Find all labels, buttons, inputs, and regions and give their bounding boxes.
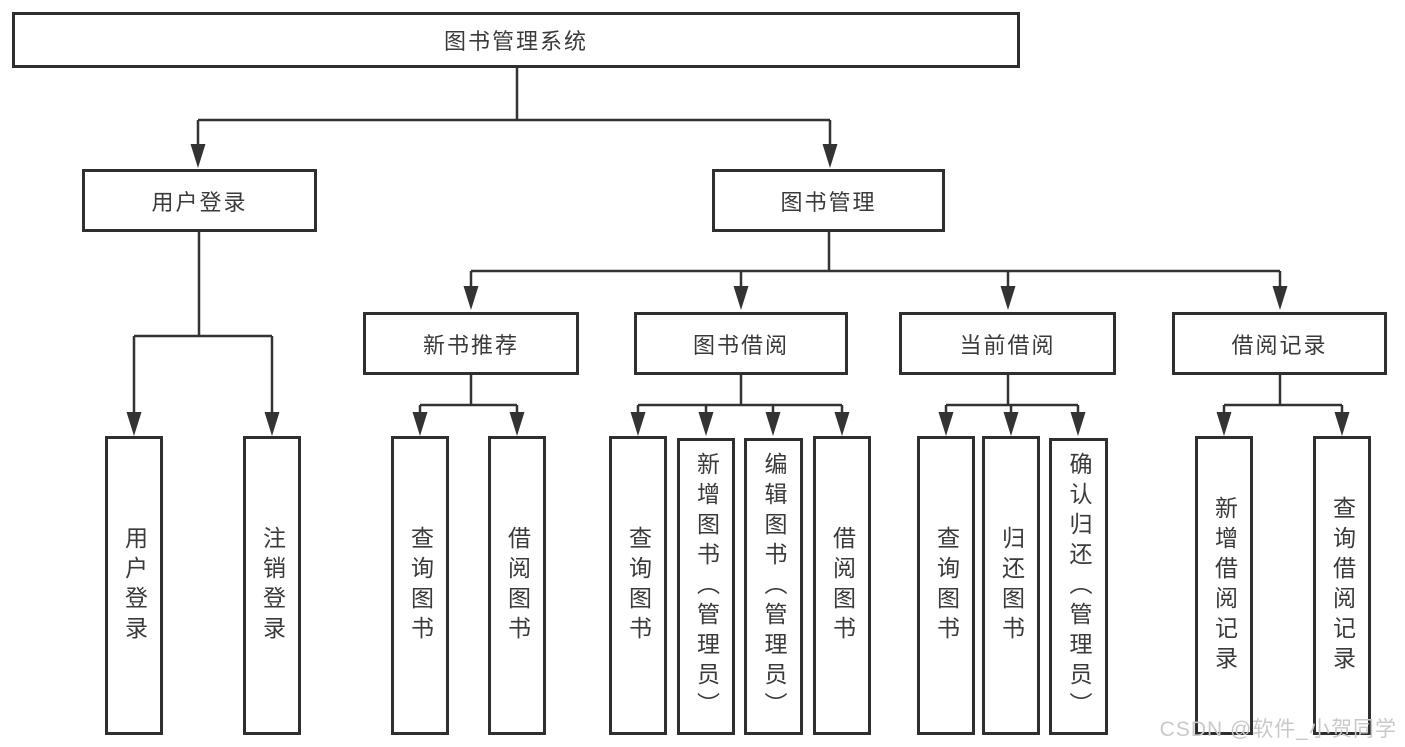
leaf-records-query-record: 查询借阅记录 xyxy=(1313,436,1371,735)
leaf-logout: 注销登录 xyxy=(243,436,301,735)
leaf-borrow-query-books: 查询图书 xyxy=(609,436,667,735)
node-book-management: 图书管理 xyxy=(712,169,945,232)
leaf-records-add-record: 新增借阅记录 xyxy=(1195,436,1253,735)
node-new-book-recommend: 新书推荐 xyxy=(363,312,579,375)
leaf-current-return-books: 归还图书 xyxy=(982,436,1040,735)
leaf-current-confirm-return-admin: 确认归还（管理员） xyxy=(1049,438,1108,735)
node-book-borrow-label: 图书借阅 xyxy=(692,332,789,358)
leaf-borrow-borrow-books: 借阅图书 xyxy=(813,436,871,735)
leaf-borrow-query-books-label: 查询图书 xyxy=(625,525,652,646)
node-current-borrow-label: 当前借阅 xyxy=(959,332,1056,358)
node-borrow-records-label: 借阅记录 xyxy=(1231,332,1328,358)
node-book-borrow: 图书借阅 xyxy=(634,312,848,375)
leaf-recommend-borrow-books-label: 借阅图书 xyxy=(504,525,531,646)
arrowheads xyxy=(126,144,1350,436)
node-borrow-records: 借阅记录 xyxy=(1172,312,1387,375)
node-root-library-system: 图书管理系统 xyxy=(12,12,1020,68)
leaf-records-add-record-label: 新增借阅记录 xyxy=(1211,495,1238,676)
leaf-user-login: 用户登录 xyxy=(105,436,163,735)
leaf-user-login-label: 用户登录 xyxy=(121,525,148,646)
leaf-borrow-add-books-admin-label: 新增图书（管理员） xyxy=(693,451,720,722)
node-user-login-label: 用户登录 xyxy=(151,189,248,215)
leaf-borrow-edit-books-admin-label: 编辑图书（管理员） xyxy=(761,451,787,722)
node-root-label: 图书管理系统 xyxy=(443,29,588,54)
leaf-current-confirm-return-admin-label: 确认归还（管理员） xyxy=(1066,451,1092,722)
leaf-borrow-borrow-books-label: 借阅图书 xyxy=(829,525,856,646)
connector-lines xyxy=(132,68,1344,415)
leaf-recommend-query-books-label: 查询图书 xyxy=(407,525,434,646)
node-book-management-label: 图书管理 xyxy=(780,189,877,215)
node-user-login: 用户登录 xyxy=(82,169,317,232)
leaf-current-query-books-label: 查询图书 xyxy=(933,525,960,646)
leaf-recommend-borrow-books: 借阅图书 xyxy=(488,436,546,735)
node-current-borrow: 当前借阅 xyxy=(899,312,1116,375)
leaf-borrow-add-books-admin: 新增图书（管理员） xyxy=(677,438,735,735)
node-new-book-recommend-label: 新书推荐 xyxy=(422,332,519,358)
csdn-watermark: CSDN @软件_小贺同学 xyxy=(1159,718,1397,741)
leaf-logout-label: 注销登录 xyxy=(259,525,286,646)
leaf-recommend-query-books: 查询图书 xyxy=(391,436,449,735)
leaf-current-return-books-label: 归还图书 xyxy=(998,525,1025,646)
leaf-borrow-edit-books-admin: 编辑图书（管理员） xyxy=(744,438,803,735)
leaf-current-query-books: 查询图书 xyxy=(917,436,975,735)
leaf-records-query-record-label: 查询借阅记录 xyxy=(1329,495,1356,676)
